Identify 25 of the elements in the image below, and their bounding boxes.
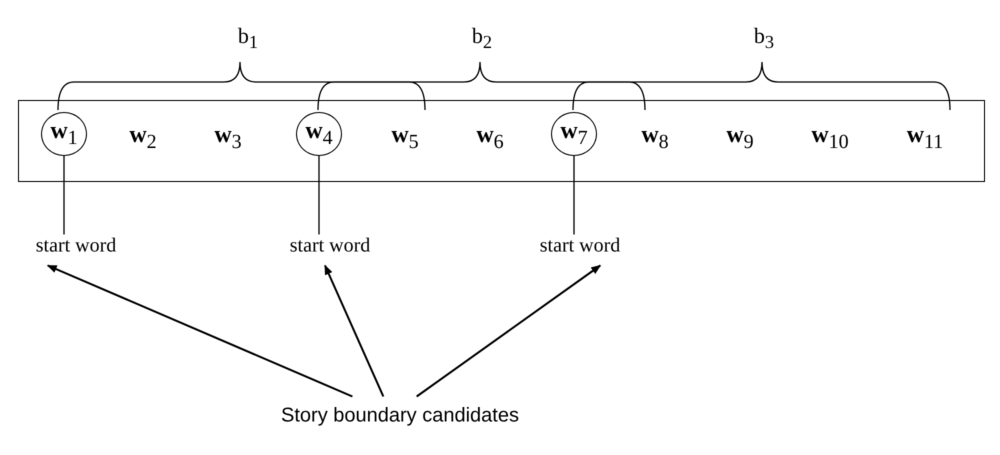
bracket-label: b$_{1}$ bbox=[238, 22, 258, 54]
leader-line bbox=[63, 156, 65, 234]
arrow bbox=[46, 264, 353, 398]
word-label: w$_{9}$ bbox=[726, 122, 754, 154]
word-sequence-box bbox=[18, 100, 985, 182]
start-word-label: start word bbox=[540, 234, 620, 258]
start-word-label: start word bbox=[290, 234, 370, 258]
bracket-label: b$_{3}$ bbox=[754, 22, 774, 54]
leader-line bbox=[318, 156, 320, 234]
word-label: w$_{10}$ bbox=[811, 122, 849, 154]
leader-line bbox=[573, 156, 575, 234]
word-label: w$_{11}$ bbox=[906, 122, 944, 154]
bracket-label: b$_{2}$ bbox=[472, 22, 492, 54]
circled-word: w$_{7}$ bbox=[551, 112, 597, 156]
word-label: w$_{6}$ bbox=[476, 122, 504, 154]
word-label: w$_{3}$ bbox=[214, 122, 242, 154]
word-label: w$_{8}$ bbox=[641, 122, 669, 154]
arrow bbox=[324, 264, 384, 397]
start-word-label: start word bbox=[36, 234, 116, 258]
arrow bbox=[416, 264, 602, 398]
circled-word: w$_{1}$ bbox=[41, 112, 87, 156]
word-label: w$_{2}$ bbox=[129, 122, 157, 154]
circled-word: w$_{4}$ bbox=[296, 112, 342, 156]
word-label: w$_{5}$ bbox=[391, 122, 419, 154]
caption-label: Story boundary candidates bbox=[281, 404, 519, 428]
